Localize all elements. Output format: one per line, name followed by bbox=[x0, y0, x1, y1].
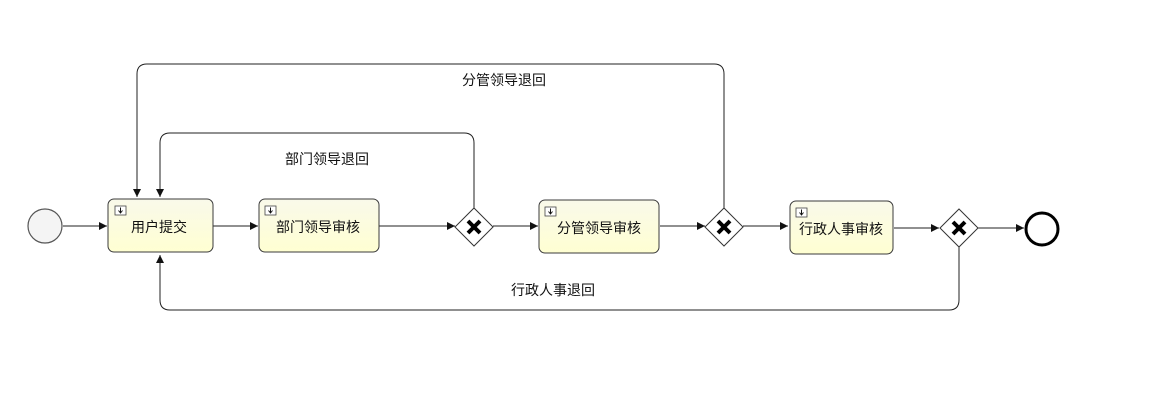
exclusive-gateway-1[interactable] bbox=[454, 207, 494, 247]
task-admin-review[interactable]: 行政人事审核 bbox=[789, 200, 894, 255]
flow-mgr-return[interactable] bbox=[133, 63, 725, 208]
exclusive-gateway-2[interactable] bbox=[704, 207, 744, 247]
task-mgr-review[interactable]: 分管领导审核 bbox=[538, 199, 660, 254]
flow-dept-return[interactable] bbox=[156, 132, 475, 208]
task-label: 分管领导审核 bbox=[557, 221, 641, 237]
task-user-submit[interactable]: 用户提交 bbox=[107, 198, 214, 253]
exclusive-gateway-3[interactable] bbox=[939, 208, 979, 248]
flow-admin-return[interactable] bbox=[156, 247, 960, 311]
user-task-icon bbox=[114, 205, 127, 216]
sequence-flows bbox=[63, 63, 1024, 311]
x-mark-icon bbox=[466, 219, 482, 235]
x-mark-icon bbox=[716, 219, 732, 235]
task-label: 部门领导审核 bbox=[276, 220, 360, 236]
start-event[interactable] bbox=[27, 208, 63, 244]
end-event[interactable] bbox=[1024, 211, 1060, 247]
flow-label-mgr-return: 分管领导退回 bbox=[462, 73, 546, 89]
task-dept-review[interactable]: 部门领导审核 bbox=[258, 198, 380, 253]
user-task-icon bbox=[795, 207, 808, 218]
task-label: 行政人事审核 bbox=[799, 222, 883, 238]
user-task-icon bbox=[544, 206, 557, 217]
user-task-icon bbox=[264, 205, 277, 216]
task-label: 用户提交 bbox=[131, 219, 187, 236]
x-mark-icon bbox=[951, 220, 967, 236]
flow-label-admin-return: 行政人事退回 bbox=[511, 283, 595, 299]
flow-label-dept-return: 部门领导退回 bbox=[285, 152, 369, 168]
